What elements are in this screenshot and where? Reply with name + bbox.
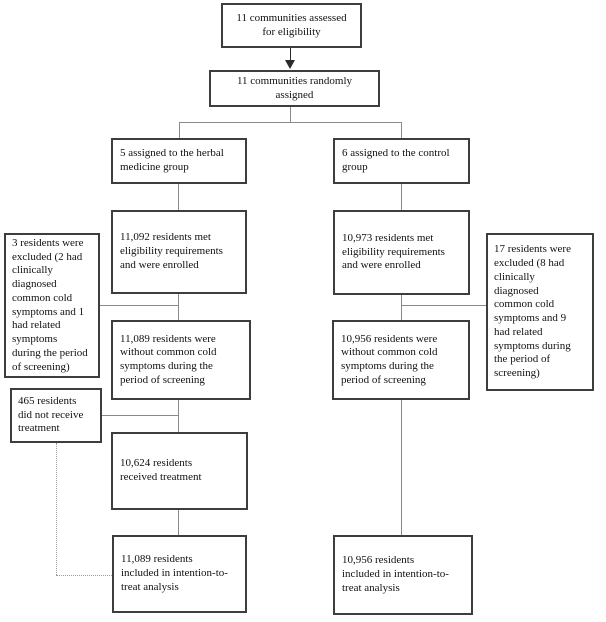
node-communities-randomly-assigned: 11 communities randomly assigned bbox=[209, 70, 380, 107]
connector-dotted-horizontal bbox=[56, 575, 112, 576]
node-herbal-excluded: 3 residents were excluded (2 had clinica… bbox=[4, 233, 100, 378]
connector-control-excluded-branch bbox=[401, 305, 486, 306]
connector-assessed-assigned bbox=[290, 48, 291, 62]
connector-assigned-stem bbox=[290, 107, 291, 122]
node-herbal-without-symptoms: 11,089 residents were without common col… bbox=[111, 320, 251, 400]
node-control-group: 6 assigned to the control group bbox=[333, 138, 470, 184]
connector-treated-itt bbox=[178, 510, 179, 535]
connector-dotted-vertical bbox=[56, 443, 57, 575]
connector-herbal-excluded-branch bbox=[100, 305, 179, 306]
node-received-treatment: 10,624 residents received treatment bbox=[111, 432, 248, 510]
connector-not-treated-branch bbox=[102, 415, 178, 416]
connector-split-horizontal bbox=[179, 122, 402, 123]
node-herbal-enrolled: 11,092 residents met eligibility require… bbox=[111, 210, 247, 294]
connector-herbal-without-treated bbox=[178, 400, 179, 432]
node-herbal-medicine-group: 5 assigned to the herbal medicine group bbox=[111, 138, 247, 184]
connector-split-left-drop bbox=[179, 122, 180, 138]
node-communities-assessed: 11 communities assessed for eligibility bbox=[221, 3, 362, 48]
arrowhead-down-icon bbox=[285, 60, 295, 69]
node-did-not-receive-treatment: 465 residents did not receive treatment bbox=[10, 388, 102, 443]
node-control-intention-to-treat: 10,956 residents included in intention-t… bbox=[333, 535, 473, 615]
connector-herbal-group-enrolled bbox=[178, 184, 179, 210]
connector-control-without-itt bbox=[401, 400, 402, 535]
node-control-excluded: 17 residents were excluded (8 had clinic… bbox=[486, 233, 594, 391]
connector-control-enrolled-without bbox=[401, 295, 402, 320]
node-herbal-intention-to-treat: 11,089 residents included in intention-t… bbox=[112, 535, 247, 613]
connector-herbal-enrolled-without bbox=[178, 294, 179, 320]
connector-control-group-enrolled bbox=[401, 184, 402, 210]
connector-split-right-drop bbox=[401, 122, 402, 138]
node-control-enrolled: 10,973 residents met eligibility require… bbox=[333, 210, 470, 295]
node-control-without-symptoms: 10,956 residents were without common col… bbox=[332, 320, 470, 400]
